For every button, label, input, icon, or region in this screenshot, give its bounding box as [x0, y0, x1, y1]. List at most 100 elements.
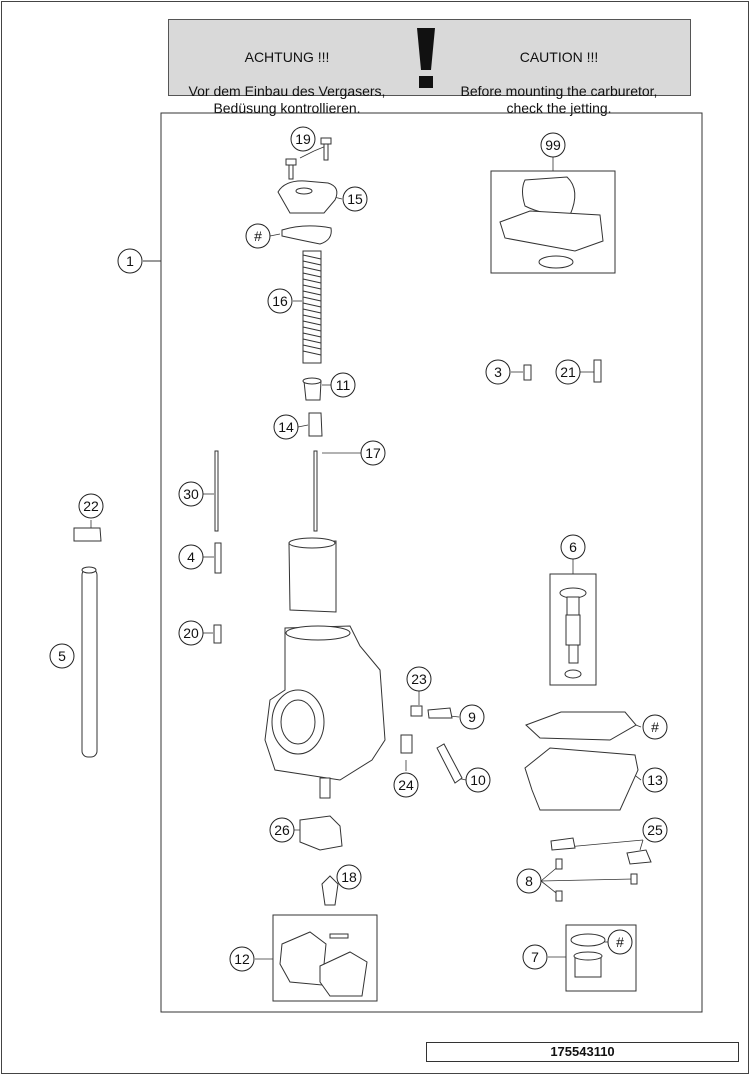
callout-label: 20: [183, 625, 199, 641]
callout-label: 14: [278, 419, 294, 435]
tube-10: [436, 743, 463, 784]
float-chamber-gasket-99: [522, 176, 576, 216]
callout-circle: [178, 620, 204, 646]
callout-circle: [607, 929, 633, 955]
callout-circle: [245, 223, 271, 249]
callout-circle: [522, 944, 548, 970]
screw-8a: [555, 858, 563, 870]
starter-plunger-6: [559, 587, 587, 679]
callout-label: 5: [58, 648, 66, 664]
callout-c26: 26: [269, 817, 295, 843]
callout-circle: [229, 946, 255, 972]
callout-label: 23: [411, 671, 427, 687]
callout-label: #: [254, 228, 262, 244]
exclamation-icon: [417, 28, 435, 88]
callout-label: 21: [560, 364, 576, 380]
callout-circle: [459, 704, 485, 730]
callout-circle: [78, 493, 104, 519]
float-chamber-13: [524, 747, 639, 811]
callout-c10: 10: [465, 767, 491, 793]
callout-label: 24: [398, 777, 414, 793]
callout-label: 19: [295, 131, 311, 147]
callout-h2: #: [642, 714, 668, 740]
clip-25b: [626, 849, 652, 865]
callout-c1: 1: [117, 248, 143, 274]
callout-label: #: [651, 719, 659, 735]
callout-label: 12: [234, 951, 250, 967]
callout-circle: [336, 864, 362, 890]
callout-circle: [555, 359, 581, 385]
callout-label: 8: [525, 873, 533, 889]
callout-c16: 16: [267, 288, 293, 314]
float-12: [279, 931, 368, 997]
callout-c19: 19: [290, 126, 316, 152]
callout-c21: 21: [555, 359, 581, 385]
callout-c18: 18: [336, 864, 362, 890]
callout-circle: [560, 534, 586, 560]
pilot-jet-20: [213, 624, 222, 644]
callout-circle: [393, 772, 419, 798]
jet-needle-30: [214, 450, 219, 532]
callout-label: 16: [272, 293, 288, 309]
callout-label: 18: [341, 869, 357, 885]
drain-plug-7: [570, 933, 606, 978]
warning-german-title: ACHTUNG !!!: [244, 49, 330, 65]
callout-label: 7: [531, 949, 539, 965]
callout-circle: [330, 372, 356, 398]
float-needle-18: [321, 875, 339, 906]
gasket-hash-top: [281, 225, 332, 245]
callout-c25: 25: [642, 817, 668, 843]
callout-circle: [540, 132, 566, 158]
screw-part-19: [285, 137, 332, 180]
callout-c24: 24: [393, 772, 419, 798]
callout-c12: 12: [229, 946, 255, 972]
callout-c7: 7: [522, 944, 548, 970]
callout-label: 10: [470, 772, 486, 788]
callout-circle: [49, 643, 75, 669]
callout-circle: [485, 359, 511, 385]
callout-label: 3: [494, 364, 502, 380]
callout-circle: [178, 544, 204, 570]
warning-german: ACHTUNG !!! Vor dem Einbau des Vergasers…: [177, 32, 397, 134]
callout-circle: [406, 666, 432, 692]
drain-plug-box: [565, 924, 637, 992]
spring-24: [400, 734, 413, 754]
callout-label: 6: [569, 539, 577, 555]
jet-needle-17: [313, 450, 318, 532]
idle-adjust-screw-9: [427, 707, 453, 719]
callout-c9: 9: [459, 704, 485, 730]
callout-label: 9: [468, 709, 476, 725]
callout-label: 26: [274, 822, 290, 838]
callout-c3: 3: [485, 359, 511, 385]
warning-english-title: CAUTION !!!: [519, 49, 599, 65]
throttle-slide: [288, 540, 337, 613]
callout-circle: [267, 288, 293, 314]
callout-circle: [273, 414, 299, 440]
callout-c5: 5: [49, 643, 75, 669]
callout-label: 30: [183, 486, 199, 502]
warning-german-body: Vor dem Einbau des Vergasers, Bedüsung k…: [188, 83, 386, 116]
callout-c22: 22: [78, 493, 104, 519]
callout-label: 25: [647, 822, 663, 838]
main-jet-3: [523, 364, 532, 381]
clip-25a: [550, 837, 576, 851]
callout-circle: [642, 714, 668, 740]
carburetor-body: [264, 625, 386, 799]
jet-holder-14: [308, 412, 323, 437]
callout-label: 11: [336, 377, 351, 393]
callout-label: 13: [647, 772, 663, 788]
callout-label: 1: [126, 253, 134, 269]
callout-label: 99: [545, 137, 561, 153]
callout-c20: 20: [178, 620, 204, 646]
warning-english: CAUTION !!! Before mounting the carburet…: [449, 32, 669, 134]
callout-c23: 23: [406, 666, 432, 692]
callout-circle: [516, 868, 542, 894]
callout-circle: [290, 126, 316, 152]
callout-c99: 99: [540, 132, 566, 158]
callout-circle: [465, 767, 491, 793]
callout-circle: [642, 767, 668, 793]
screw-8b: [630, 873, 638, 885]
callout-c30: 30: [178, 481, 204, 507]
